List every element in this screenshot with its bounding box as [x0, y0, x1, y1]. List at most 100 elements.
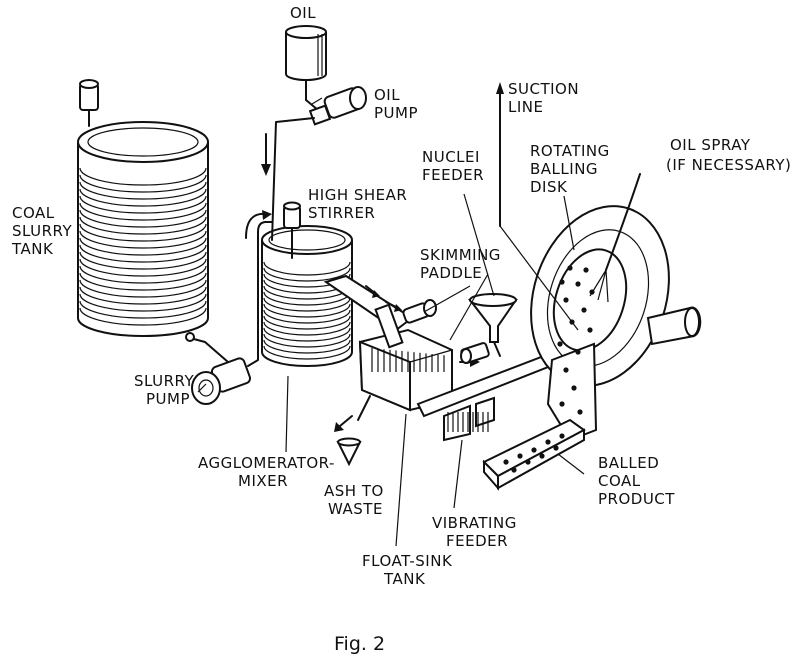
drum-rib	[79, 230, 207, 249]
coal-slurry-tank	[77, 121, 209, 337]
drum-rib	[79, 293, 207, 312]
coal-ball	[559, 433, 565, 439]
coal-ball	[545, 439, 551, 445]
coal-ball	[575, 349, 581, 355]
ash-cone	[336, 437, 362, 467]
coal-ball	[531, 447, 537, 453]
drum-rib	[79, 237, 207, 256]
coal-ball	[583, 267, 589, 273]
label-vibrating-line2: FEEDER	[446, 532, 508, 550]
leader-lines	[197, 97, 585, 547]
mixer-rib	[263, 345, 351, 360]
drum-rib	[79, 209, 207, 228]
coal-ball	[567, 265, 573, 271]
oil-container	[285, 25, 327, 111]
coal-ball	[581, 307, 587, 313]
label-suction-line2: LINE	[508, 98, 543, 116]
mixer-rib	[263, 291, 351, 306]
mixer-rib	[263, 327, 351, 342]
coal-ball	[587, 327, 593, 333]
mixer-rib	[263, 333, 351, 348]
coal-ball	[559, 279, 565, 285]
label-oil-spray-line2: (IF NECESSARY)	[666, 156, 791, 174]
label-nuclei-line1: NUCLEI	[422, 148, 480, 166]
label-shear-line1: HIGH SHEAR	[308, 186, 407, 204]
label-balled-line3: PRODUCT	[598, 490, 675, 508]
drum-rib	[79, 216, 207, 235]
slurry-pump	[185, 221, 273, 405]
label-agglo-line2: MIXER	[238, 472, 288, 490]
drum-rib	[79, 167, 207, 186]
drum-rib	[79, 279, 207, 298]
label-rotating-line3: DISK	[530, 178, 568, 196]
drum-rib	[79, 174, 207, 193]
coal-ball	[517, 453, 523, 459]
label-suction-line1: SUCTION	[508, 80, 579, 98]
label-slurry-pump-line2: PUMP	[146, 390, 190, 408]
coal-ball	[553, 445, 559, 451]
oil-spray-jet	[589, 269, 609, 303]
coal-ball	[503, 459, 509, 465]
drum-rib	[79, 265, 207, 284]
mixer-rib	[263, 267, 351, 282]
label-float-line2: TANK	[383, 570, 426, 588]
figure-caption: Fig. 2	[334, 633, 385, 655]
drum-rib	[79, 223, 207, 242]
label-oil-pump-line2: PUMP	[374, 104, 418, 122]
label-agglo-line1: AGGLOMERATOR-	[198, 454, 335, 472]
rotating-balling-disk	[530, 205, 702, 442]
label-balled-line1: BALLED	[598, 454, 659, 472]
drum-rib	[79, 181, 207, 200]
drum-rib	[79, 272, 207, 291]
high-shear-stirrer	[283, 201, 301, 259]
balled-coal-tray	[482, 418, 586, 491]
mixer-rib	[263, 315, 351, 330]
label-ash-line2: WASTE	[328, 500, 383, 518]
coal-ball	[575, 281, 581, 287]
drum-rib	[79, 286, 207, 305]
nuclei-feeder	[460, 293, 518, 364]
vibrating-feeder	[416, 344, 578, 442]
mixer-rib	[263, 297, 351, 312]
flow-arrowhead-mixer	[262, 210, 272, 220]
drum-rib	[79, 300, 207, 319]
mixer-rib	[263, 309, 351, 324]
drum-rib	[79, 244, 207, 263]
oil-pump	[261, 86, 367, 241]
label-float-line1: FLOAT-SINK	[362, 552, 453, 570]
drum-top-motor	[79, 79, 99, 127]
mixer-rib	[263, 261, 351, 276]
label-shear-line2: STIRRER	[308, 204, 375, 222]
ash-arrow	[339, 415, 353, 427]
drum-rib	[79, 258, 207, 277]
label-balled-line2: COAL	[598, 472, 641, 490]
coal-ball	[557, 341, 563, 347]
label-skimming-line1: SKIMMING	[420, 246, 501, 264]
drum-rib	[79, 202, 207, 221]
mixer-rib	[263, 321, 351, 336]
coal-ball	[571, 385, 577, 391]
coal-ball	[511, 467, 517, 473]
suction-arrowhead	[496, 82, 504, 94]
oil-spray-line	[605, 173, 641, 271]
label-slurry-pump-line1: SLURRY	[134, 372, 194, 390]
label-skimming-line2: PADDLE	[420, 264, 482, 282]
label-rotating-line1: ROTATING	[530, 142, 610, 160]
drum-rib	[79, 307, 207, 326]
label-ash-line1: ASH TO	[324, 482, 384, 500]
coal-ball	[525, 459, 531, 465]
label-nuclei-line2: FEEDER	[422, 166, 484, 184]
label-coal-line3: TANK	[11, 240, 54, 258]
label-coal-line2: SLURRY	[12, 222, 72, 240]
label-oil: OIL	[290, 4, 316, 22]
coal-ball	[559, 401, 565, 407]
drum-rib	[79, 195, 207, 214]
coal-ball	[577, 409, 583, 415]
drum-rib	[79, 188, 207, 207]
label-vibrating-line1: VIBRATING	[432, 514, 517, 532]
drum-rib	[79, 251, 207, 270]
label-oil-pump-line1: OIL	[374, 86, 400, 104]
coal-ball	[563, 297, 569, 303]
